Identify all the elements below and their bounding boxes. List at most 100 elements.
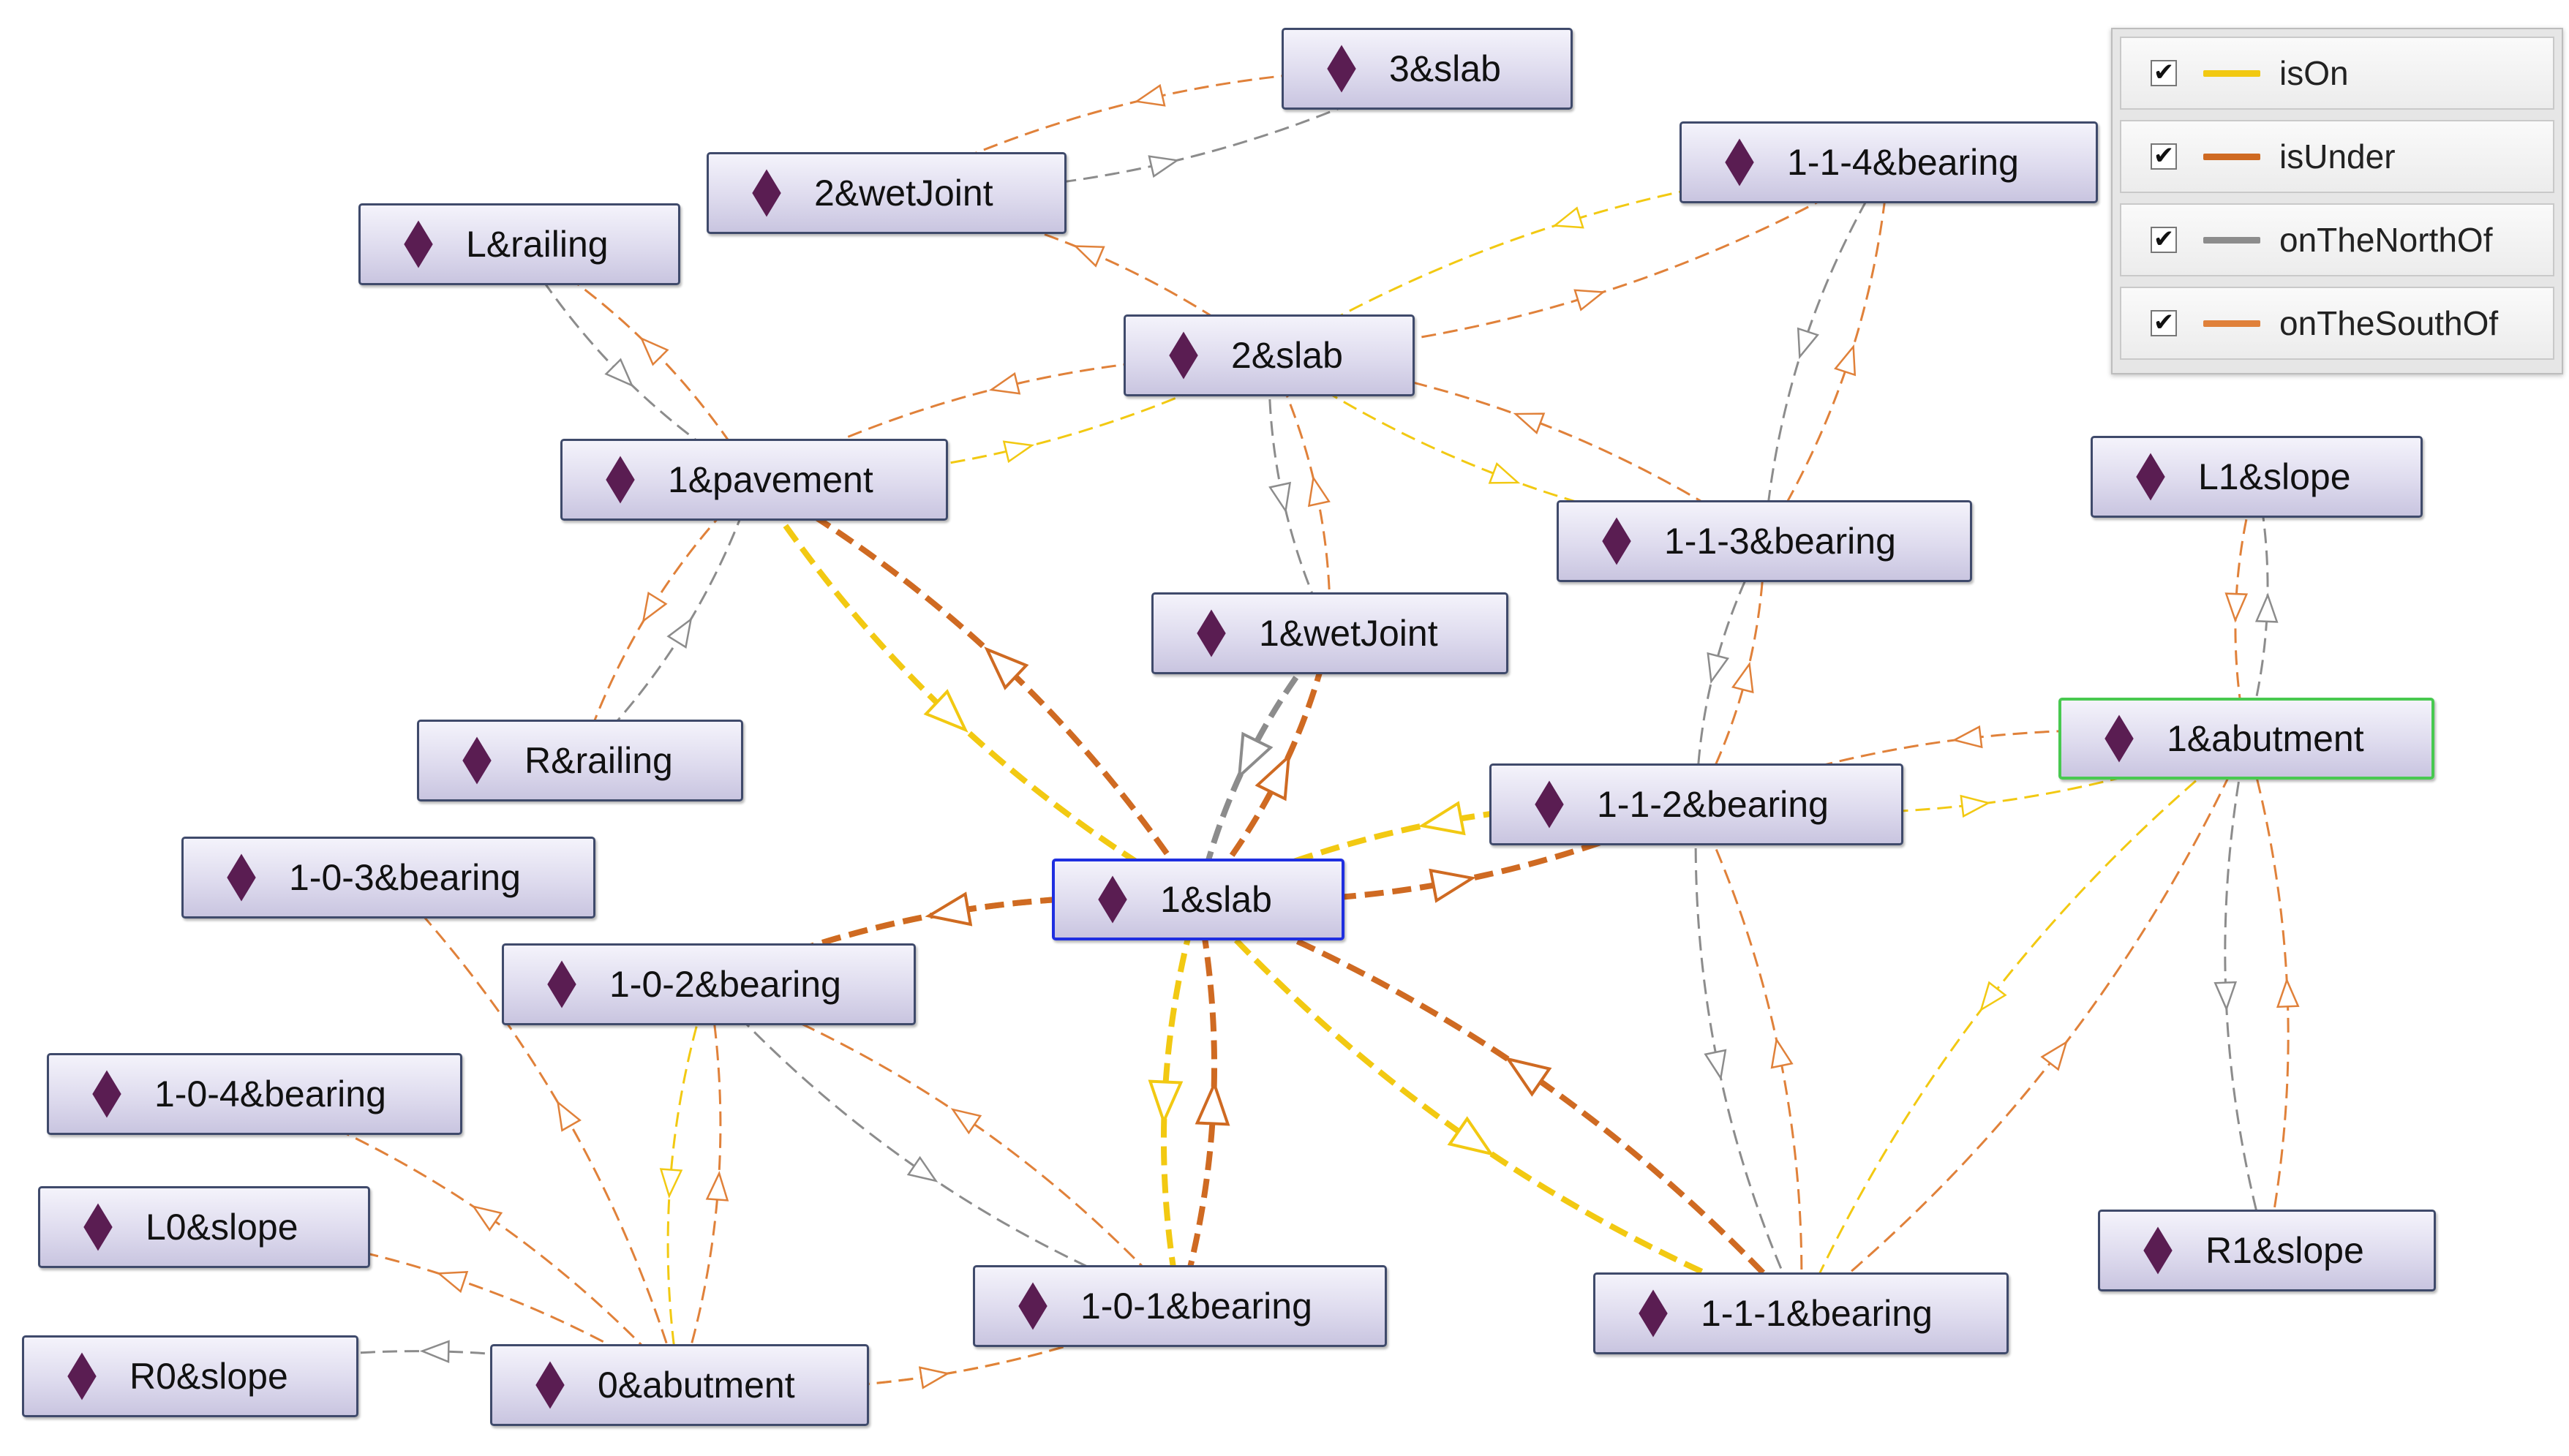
node-1-pavement[interactable]: 1&pavement [560, 439, 948, 521]
edge-arrowhead [984, 646, 1029, 690]
node-label: 2&wetJoint [814, 173, 993, 214]
ison-checkbox[interactable]: ✔ [2151, 60, 2177, 86]
node-label: R1&slope [2205, 1230, 2364, 1271]
node-0-abutment[interactable]: 0&abutment [490, 1344, 869, 1426]
diamond-icon [1639, 1289, 1668, 1338]
edge-arrowhead [2224, 592, 2249, 623]
legend-label: isOn [2279, 54, 2349, 92]
node-1-abutment[interactable]: 1&abutment [2058, 698, 2434, 780]
edge-arrowhead [925, 891, 973, 927]
edge-arrowhead [2213, 981, 2238, 1012]
node-1-1-3-bearing[interactable]: 1-1-3&bearing [1557, 500, 1972, 582]
edge-arrowhead [1552, 206, 1584, 229]
edge-arrowhead [2276, 977, 2300, 1008]
node-3-slab[interactable]: 3&slab [1282, 28, 1573, 110]
node-1-1-4-bearing[interactable]: 1-1-4&bearing [1680, 121, 2098, 203]
node-r1-slope[interactable]: R1&slope [2098, 1210, 2436, 1291]
node-label: L1&slope [2198, 456, 2351, 497]
node-1-0-1-bearing[interactable]: 1-0-1&bearing [973, 1265, 1387, 1347]
diamond-icon [227, 853, 256, 902]
edge-arrowhead [471, 1205, 503, 1232]
node-l0-slope[interactable]: L0&slope [38, 1186, 370, 1268]
node-label: 1-0-3&bearing [289, 857, 521, 898]
diamond-icon [547, 960, 576, 1008]
node-label: 1-1-4&bearing [1787, 142, 2019, 183]
edge-arrowhead [1731, 661, 1754, 694]
edge-onTheSouthOf [2245, 738, 2290, 1251]
onthesouthof-line-swatch [2203, 320, 2260, 327]
onthesouthof-checkbox[interactable]: ✔ [2151, 310, 2177, 336]
edge-isOn [1799, 737, 2247, 1314]
node-label: 0&abutment [598, 1365, 795, 1406]
onthenorthof-line-swatch [2203, 236, 2260, 244]
edge-arrowhead [419, 1340, 450, 1364]
edge-onTheSouthOf [1695, 804, 1803, 1314]
onthenorthof-checkbox[interactable]: ✔ [2151, 227, 2177, 253]
edge-isUnder [1197, 897, 1803, 1316]
edge-arrowhead [988, 371, 1021, 395]
edge-arrowhead [1952, 725, 1983, 749]
diamond-icon [1098, 875, 1127, 924]
node-label: 1-1-1&bearing [1701, 1293, 1933, 1334]
node-r0-slope[interactable]: R0&slope [22, 1335, 358, 1417]
edge-arrowhead [1704, 1049, 1727, 1081]
edge-arrowhead [1268, 481, 1292, 513]
edge-arrowhead [2254, 592, 2279, 623]
node-label: 1&pavement [668, 459, 873, 500]
node-1-0-4-bearing[interactable]: 1-0-4&bearing [47, 1053, 462, 1135]
edge-arrowhead [1148, 155, 1180, 178]
node-l-railing[interactable]: L&railing [358, 203, 680, 285]
edge-arrowhead [1707, 652, 1730, 684]
ison-line-swatch [2203, 69, 2260, 77]
edge-arrowhead [556, 1100, 582, 1132]
legend-item-ison[interactable]: ✔ isOn [2120, 37, 2554, 110]
relation-legend: ✔ isOn ✔ isUnder ✔ onTheNorthOf ✔ onTheS… [2111, 28, 2563, 374]
edge-onTheNorthOf [2224, 738, 2268, 1251]
node-label: 1&wetJoint [1259, 613, 1438, 654]
diamond-icon [752, 169, 781, 217]
node-label: 1&slab [1160, 879, 1272, 920]
legend-item-isunder[interactable]: ✔ isUnder [2120, 120, 2554, 193]
diamond-icon [535, 1361, 565, 1409]
node-1-1-2-bearing[interactable]: 1-1-2&bearing [1489, 763, 1903, 845]
edge-arrowhead [1307, 475, 1331, 508]
node-2-wetjoint[interactable]: 2&wetJoint [707, 152, 1067, 234]
node-label: 1-0-2&bearing [609, 964, 841, 1005]
node-1-0-2-bearing[interactable]: 1-0-2&bearing [502, 943, 916, 1025]
node-label: 1-1-2&bearing [1597, 784, 1829, 825]
node-r-railing[interactable]: R&railing [417, 720, 743, 801]
node-1-wetjoint[interactable]: 1&wetJoint [1151, 592, 1508, 674]
diamond-icon [2136, 453, 2165, 501]
legend-label: isUnder [2279, 137, 2396, 176]
node-1-0-3-bearing[interactable]: 1-0-3&bearing [181, 837, 595, 919]
edge-arrowhead [918, 1366, 950, 1389]
diamond-icon [404, 220, 433, 268]
legend-item-onthenorthof[interactable]: ✔ onTheNorthOf [2120, 203, 2554, 276]
edge-onTheNorthOf [707, 983, 1181, 1308]
edge-arrowhead [1797, 327, 1819, 360]
legend-label: onTheNorthOf [2279, 221, 2493, 259]
legend-item-onthesouthof[interactable]: ✔ onTheSouthOf [2120, 287, 2554, 360]
edge-arrowhead [1148, 1079, 1184, 1125]
node-2-slab[interactable]: 2&slab [1124, 314, 1415, 396]
diamond-icon [1327, 45, 1356, 93]
diamond-icon [1197, 609, 1226, 657]
edge-arrowhead [604, 358, 634, 388]
edge-onTheNorthOf [579, 479, 756, 762]
edge-arrowhead [1429, 868, 1477, 903]
node-1-slab[interactable]: 1&slab [1052, 859, 1344, 940]
edge-arrowhead [1237, 731, 1274, 780]
edge-arrowhead [2040, 1040, 2068, 1071]
edge-arrowhead [639, 336, 669, 366]
edge-arrowhead [666, 617, 693, 649]
isunder-checkbox[interactable]: ✔ [2151, 143, 2177, 170]
edge-arrowhead [1073, 245, 1105, 268]
edge-arrowhead [1770, 1037, 1794, 1069]
diamond-icon [2105, 714, 2134, 763]
node-1-1-1-bearing[interactable]: 1-1-1&bearing [1593, 1272, 2009, 1354]
diamond-icon [83, 1203, 113, 1251]
node-l1-slope[interactable]: L1&slope [2091, 436, 2423, 518]
edge-arrowhead [1573, 289, 1606, 312]
node-label: R0&slope [129, 1356, 288, 1397]
node-label: 1-0-4&bearing [154, 1074, 386, 1114]
